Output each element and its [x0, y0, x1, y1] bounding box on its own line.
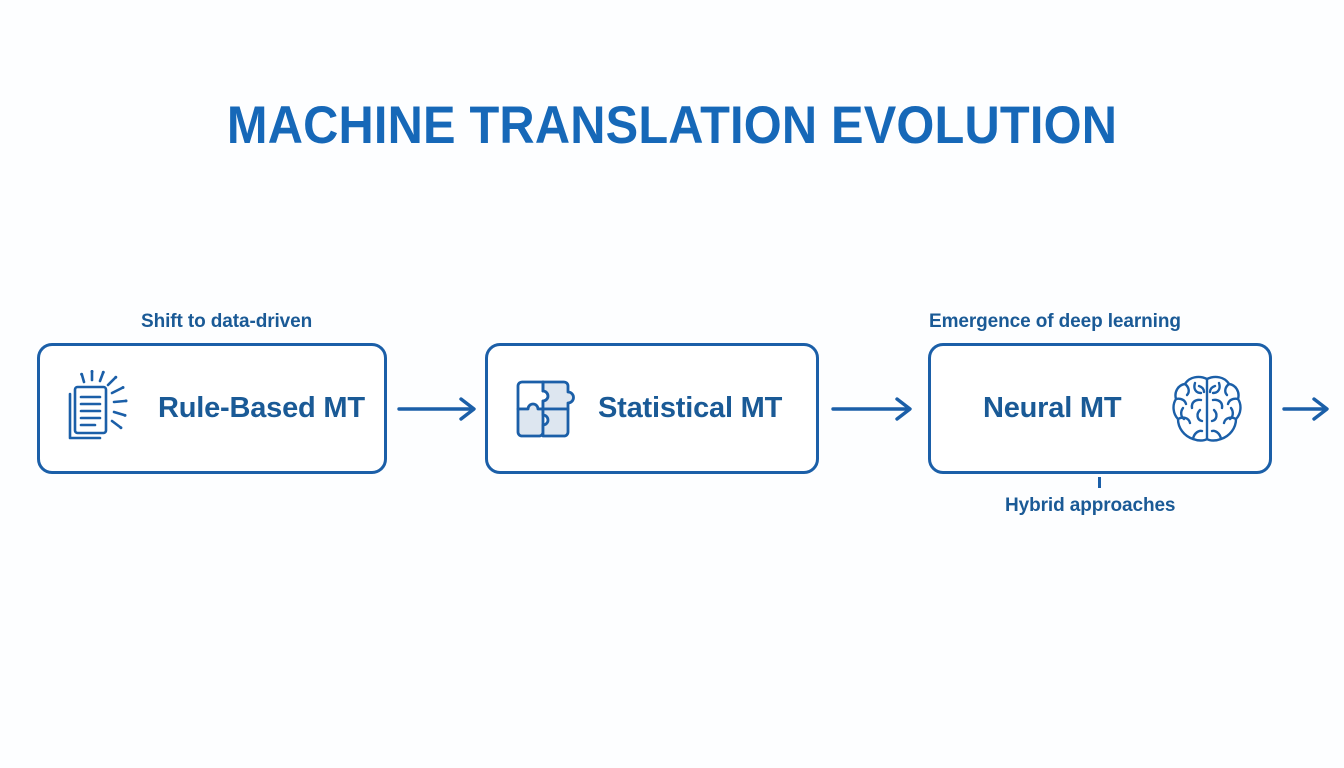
- brain-icon: [1171, 372, 1243, 446]
- annotation-hybrid-approaches: Hybrid approaches: [1005, 495, 1176, 516]
- document-rays-icon: [62, 369, 136, 448]
- stage-card-neural[interactable]: Neural MT: [928, 343, 1272, 474]
- arrow-right-icon-3: [1282, 393, 1344, 425]
- puzzle-icon: [510, 374, 580, 444]
- arrow-right-icon-1: [397, 393, 481, 425]
- hybrid-connector-tick: [1098, 477, 1101, 488]
- stage-label-rule-based: Rule-Based MT: [158, 392, 365, 424]
- stage-card-rule-based[interactable]: Rule-Based MT: [37, 343, 387, 474]
- arrow-right-icon-2: [831, 393, 917, 425]
- stage-label-neural: Neural MT: [983, 392, 1122, 424]
- page-title: MACHINE TRANSLATION EVOLUTION: [226, 96, 1118, 155]
- stage-label-statistical: Statistical MT: [598, 392, 783, 424]
- stage-card-statistical[interactable]: Statistical MT: [485, 343, 819, 474]
- annotation-emergence-of-deep-learning: Emergence of deep learning: [929, 311, 1181, 332]
- annotation-shift-to-data-driven: Shift to data-driven: [141, 311, 313, 332]
